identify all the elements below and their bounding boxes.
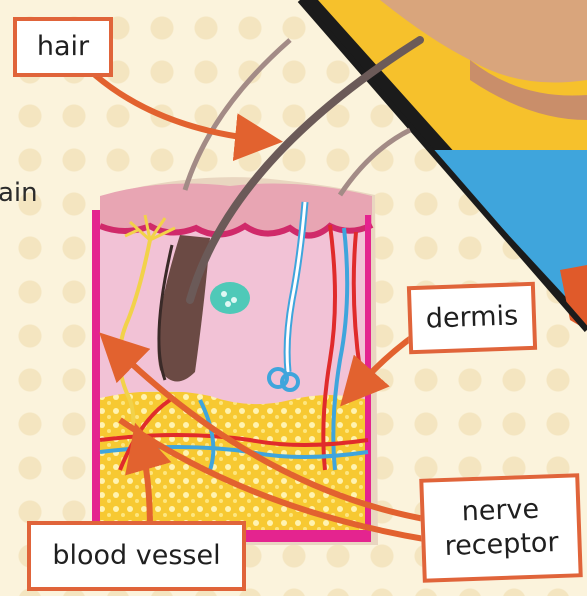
label-dermis: dermis [407, 282, 537, 354]
label-blood-vessel: blood vessel [27, 521, 246, 591]
label-hair: hair [13, 17, 113, 77]
oil-gland [210, 282, 250, 314]
label-nerve-receptor: nerve receptor [419, 473, 583, 583]
skin-block [92, 177, 378, 545]
partial-text-fragment: ain [0, 178, 38, 208]
hair-arrow [95, 75, 265, 140]
